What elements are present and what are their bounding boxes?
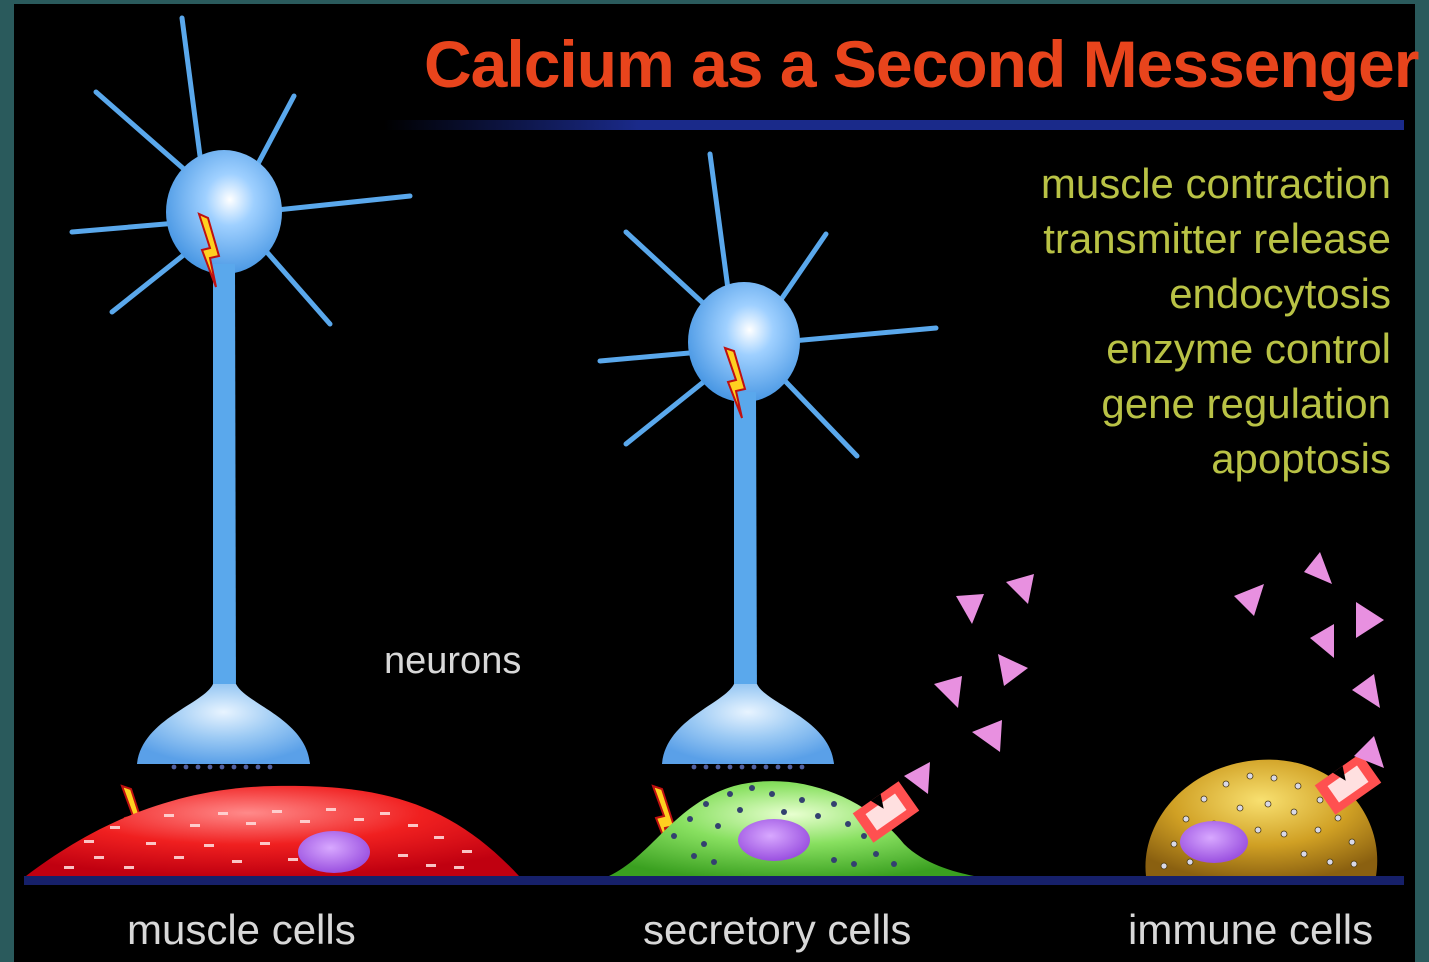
function-item: endocytosis: [1041, 266, 1391, 321]
function-item: apoptosis: [1041, 431, 1391, 486]
baseline-bar: [24, 876, 1404, 885]
muscle-cell: [26, 786, 519, 876]
neurons-label: neurons: [384, 640, 521, 683]
neuron-secretory: [600, 154, 936, 769]
muscle-cells-label: muscle cells: [127, 906, 356, 954]
diagram-frame: Calcium as a Second Messenger muscle con…: [14, 4, 1415, 962]
signal-molecules-immune: [1234, 552, 1384, 768]
immune-nucleus: [1180, 821, 1248, 863]
function-item: transmitter release: [1041, 211, 1391, 266]
title-underline: [384, 120, 1404, 130]
function-item: gene regulation: [1041, 376, 1391, 431]
function-item: muscle contraction: [1041, 156, 1391, 211]
immune-cells-label: immune cells: [1128, 906, 1373, 954]
signal-molecules-secretory: [904, 574, 1034, 794]
calcium-function-list: muscle contraction transmitter release e…: [1041, 156, 1391, 486]
immune-cell: [1145, 753, 1381, 876]
secretory-cells-label: secretory cells: [643, 906, 911, 954]
secretory-nucleus: [738, 819, 810, 861]
diagram-title: Calcium as a Second Messenger: [424, 26, 1404, 102]
function-item: enzyme control: [1041, 321, 1391, 376]
muscle-nucleus: [298, 831, 370, 873]
neuron-muscle: [72, 18, 410, 769]
